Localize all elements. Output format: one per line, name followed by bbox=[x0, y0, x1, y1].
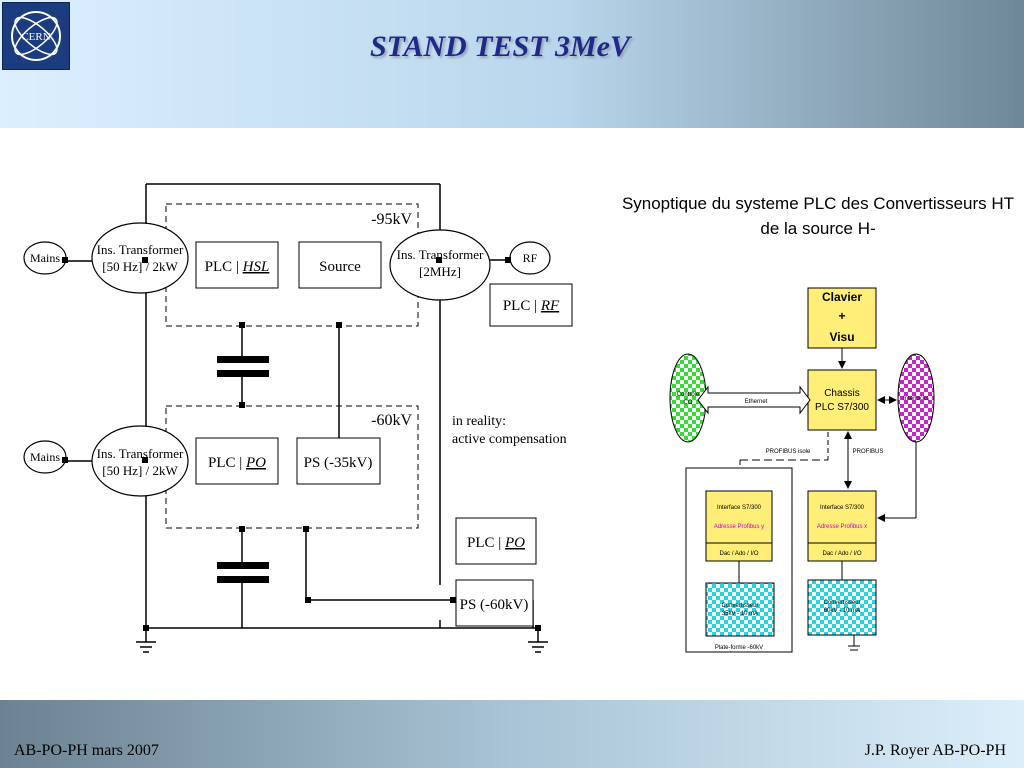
left-diagram: -95kV -60kV Mains Mains Ins. Transformer… bbox=[23, 183, 573, 653]
dac-left: Dac / Ado / I/O bbox=[719, 551, 758, 557]
footer-band bbox=[0, 700, 1024, 768]
page-title: STAND TEST 3MeV bbox=[369, 30, 631, 63]
plc-po-label: PLC | PO bbox=[208, 455, 266, 471]
ins-bottom-line1: Ins. Transformer bbox=[97, 446, 184, 461]
header-band bbox=[0, 0, 1024, 128]
voltage-95-label: -95kV bbox=[371, 211, 412, 228]
mains-bottom-label: Mains bbox=[30, 450, 60, 464]
plc-rf-label: PLC | RF bbox=[503, 298, 560, 314]
synoptic-title-line1: Synoptique du systeme PLC des Convertiss… bbox=[622, 194, 1014, 213]
iface-right-line2: Adresse Profibus x bbox=[817, 524, 867, 530]
conv-left-line2: 35kV - 10 mA bbox=[722, 611, 758, 617]
iface-left-line2: Adresse Profibus y bbox=[714, 524, 764, 530]
footer-right-text: J.P. Royer AB-PO-PH bbox=[864, 742, 1006, 759]
profibus-label: PROFIBUS bbox=[853, 449, 884, 455]
ins-top-line2: [50 Hz] / 2kW bbox=[102, 259, 178, 274]
chassis-line2: PLC S7/300 bbox=[815, 402, 869, 413]
conv-left-line1: Convertisseur bbox=[721, 603, 758, 609]
rf-label: RF bbox=[523, 251, 538, 265]
cern-logo: CERN bbox=[2, 2, 70, 70]
note-line2: active compensation bbox=[452, 432, 567, 447]
ethernet-label: Ethernet bbox=[745, 399, 768, 405]
ps-35-label: PS (-35kV) bbox=[304, 455, 373, 471]
plc-hsl-label: PLC | HSL bbox=[205, 259, 270, 275]
ins-rf-line2: [2MHz] bbox=[419, 264, 461, 279]
conv-right-line1: Convertisseur bbox=[823, 600, 860, 606]
control-line1: Contrôle bbox=[677, 392, 700, 398]
profibus-isole-label: PROFIBUS isole bbox=[766, 449, 811, 455]
iface-left-line1: Interface S7/300 bbox=[717, 505, 762, 511]
ins-rf-line1: Ins. Transformer bbox=[397, 247, 484, 262]
control-line2: CO bbox=[684, 400, 693, 406]
ins-bottom-line2: [50 Hz] / 2kW bbox=[102, 463, 178, 478]
ins-top-line1: Ins. Transformer bbox=[97, 242, 184, 257]
source-label: Source bbox=[319, 259, 361, 275]
clavier-line1: Clavier bbox=[822, 290, 862, 304]
clavier-line3: Visu bbox=[829, 330, 854, 344]
dac-right: Dac / Ado / I/O bbox=[822, 551, 861, 557]
chassis-line1: Chassis bbox=[824, 388, 860, 399]
plateforme-label: Plate-forme -60kV bbox=[715, 645, 763, 651]
note-line1: in reality: bbox=[452, 414, 506, 429]
logo-text: CERN bbox=[21, 31, 50, 43]
clavier-line2: + bbox=[838, 309, 845, 323]
conv-right-line2: 60kV - 10 mA bbox=[824, 608, 860, 614]
footer-left-text: AB-PO-PH mars 2007 bbox=[14, 742, 159, 759]
right-diagram: Synoptique du systeme PLC des Convertiss… bbox=[622, 194, 1014, 653]
mains-top-label: Mains bbox=[30, 251, 60, 265]
ps-60-label: PS (-60kV) bbox=[460, 597, 529, 613]
synoptic-title-line2: de la source H- bbox=[760, 219, 875, 238]
iface-right-line1: Interface S7/300 bbox=[820, 505, 865, 511]
voltage-60-label: -60kV bbox=[371, 412, 412, 429]
plc-po2-label: PLC | PO bbox=[467, 535, 525, 551]
interlocks-label: Interlocks bbox=[903, 396, 929, 402]
